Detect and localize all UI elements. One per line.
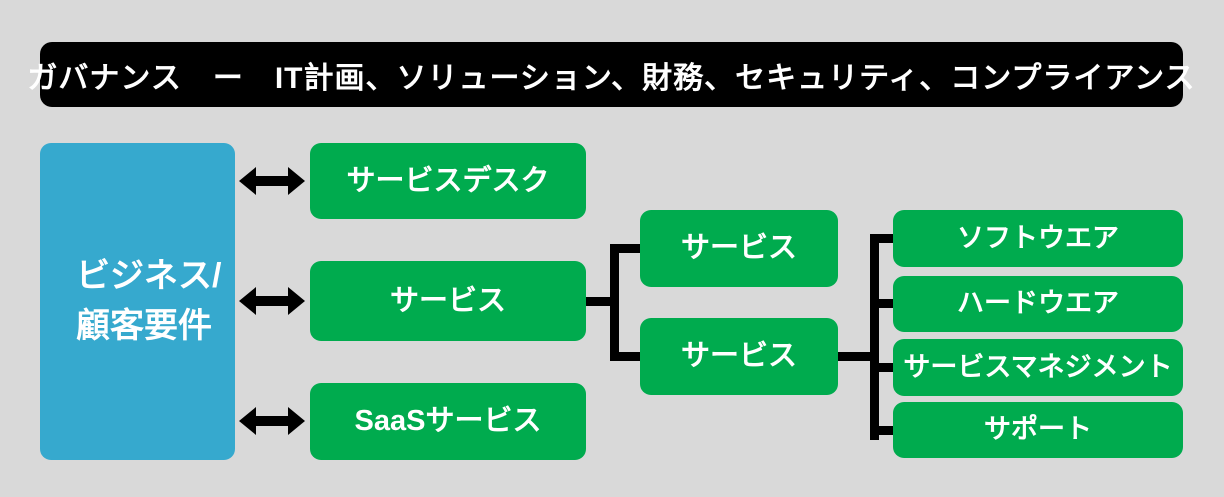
connector-mid-b-horizontal: [838, 352, 879, 361]
connector-services-horizontal: [586, 297, 619, 306]
governance-banner: ガバナンス ー IT計画、ソリューション、財務、セキュリティ、コンプライアンス: [27, 42, 1195, 107]
node-hardware: ハードウエア: [893, 276, 1183, 332]
node-label: サービス: [680, 232, 797, 265]
node-business-customer-requirements: ビジネス/ 顧客要件: [40, 143, 235, 460]
double-arrow-icon: [239, 283, 305, 319]
connector-stub-mid-b: [610, 352, 640, 361]
connector-stub-mgmt: [870, 363, 893, 372]
node-services: サービス: [310, 261, 586, 341]
double-arrow-icon: [239, 163, 305, 199]
connector-stub-hardware: [870, 299, 893, 308]
node-support: サポート: [893, 402, 1183, 458]
connector-stub-support: [870, 426, 893, 435]
node-saas-services: SaaSサービス: [310, 383, 586, 460]
double-arrow-icon: [239, 403, 305, 439]
connector-trunk-2: [870, 234, 879, 440]
node-service-group-b: サービス: [640, 318, 838, 395]
node-label: サービスデスク: [346, 164, 550, 197]
node-label: サービス: [680, 340, 797, 373]
connector-trunk-1: [610, 244, 619, 361]
node-label: サービス: [389, 284, 506, 317]
node-label: ソフトウエア: [957, 222, 1119, 253]
connector-stub-mid-a: [610, 244, 640, 253]
node-label: SaaSサービス: [354, 405, 542, 438]
connector-stub-software: [870, 234, 893, 243]
node-service-group-a: サービス: [640, 210, 838, 287]
node-label: サービスマネジメント: [903, 351, 1173, 382]
node-software: ソフトウエア: [893, 210, 1183, 267]
node-label: サポート: [984, 414, 1092, 445]
node-service-management: サービスマネジメント: [893, 339, 1183, 396]
node-label: ビジネス/ 顧客要件: [76, 257, 222, 345]
governance-banner-label: ガバナンス ー IT計画、ソリューション、財務、セキュリティ、コンプライアンス: [27, 61, 1196, 95]
node-service-desk: サービスデスク: [310, 143, 586, 219]
node-label: ハードウエア: [957, 288, 1119, 319]
